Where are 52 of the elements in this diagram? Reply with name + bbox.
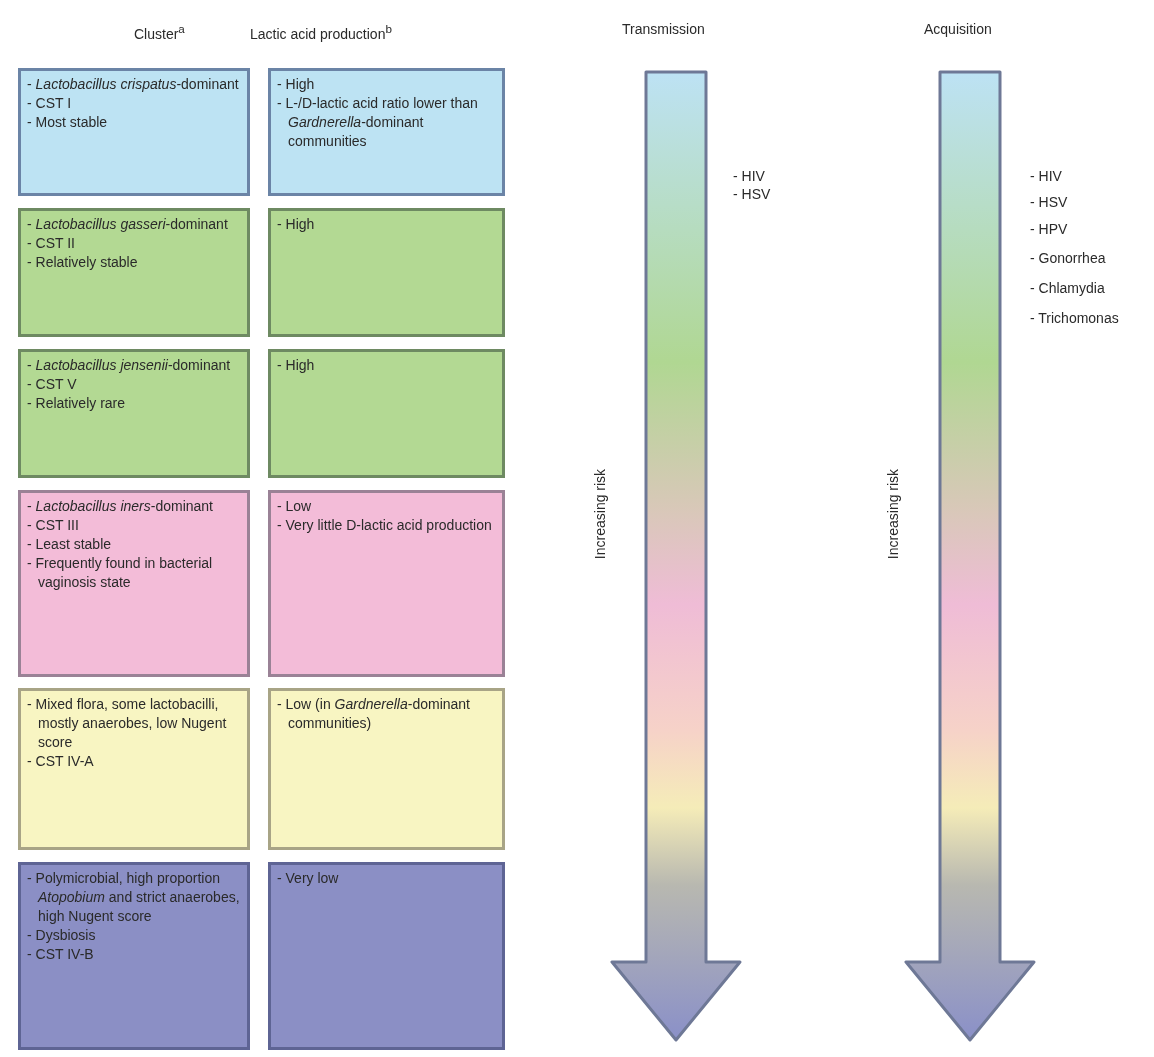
list-item: - Relatively rare (27, 394, 127, 413)
axis-label: Increasing risk (591, 467, 609, 562)
list-item: - Mixed flora, some lactobacilli, mostly anaerobes, low Nugent score (27, 695, 228, 752)
list-item: - Least stable (27, 535, 113, 554)
list-item: - Lactobacillus jensenii-dominant (27, 356, 232, 375)
column-header: Acquisition (924, 20, 992, 38)
list-item: - CST IV-B (27, 945, 95, 964)
list-item: - High (277, 75, 316, 94)
table-cell (268, 688, 505, 850)
table-cell (18, 68, 250, 196)
list-item: - Frequently found in bacterial vaginosis state (27, 554, 214, 592)
list-item: - CST V (27, 375, 78, 394)
list-item: - HPV (1030, 220, 1068, 238)
column-header: Lactic acid production$^{b}$ (250, 21, 392, 43)
list-item: - HSV (1030, 193, 1068, 211)
list-item: - Lactobacillus crispatus-dominant (27, 75, 240, 94)
column-header: Cluster$^{a}$ (134, 21, 185, 43)
list-item: - CST IV-A (27, 752, 95, 771)
list-item: - High (277, 215, 316, 234)
table-cell (18, 862, 250, 1050)
table-cell (18, 349, 250, 478)
table-cell (18, 208, 250, 337)
list-item: - Polymicrobial, high proportion Atopobium and strict anaerobes, high Nugent score (27, 869, 241, 926)
table-cell (18, 688, 250, 850)
table-cell (268, 862, 505, 1050)
list-item: - CST I (27, 94, 73, 113)
table-cell (268, 490, 505, 677)
list-item: - Very little D-lactic acid production (277, 516, 493, 535)
list-item: - HSV (733, 185, 771, 203)
table-cell (268, 68, 505, 196)
table-cell (18, 490, 250, 677)
list-item: - Trichomonas (1030, 309, 1119, 327)
list-item: - Relatively stable (27, 253, 139, 272)
axis-label: Increasing risk (884, 467, 902, 562)
list-item: - Lactobacillus gasseri-dominant (27, 215, 229, 234)
list-item: - Most stable (27, 113, 109, 132)
list-item: - Low (in Gardnerella-dominant communities) (277, 695, 471, 733)
list-item: - CST II (27, 234, 76, 253)
list-item: - CST III (27, 516, 80, 535)
table-cell (268, 349, 505, 478)
table-cell (268, 208, 505, 337)
list-item: - HIV (1030, 167, 1062, 185)
list-item: - Low (277, 497, 313, 516)
list-item: - Chlamydia (1030, 279, 1105, 297)
list-item: - High (277, 356, 316, 375)
list-item: - Lactobacillus iners-dominant (27, 497, 214, 516)
column-header: Transmission (622, 20, 705, 38)
list-item: - Gonorrhea (1030, 249, 1106, 267)
list-item: - L-/D-lactic acid ratio lower than Gardnerella-dominant communities (277, 94, 479, 151)
list-item: - Very low (277, 869, 340, 888)
list-item: - HIV (733, 167, 765, 185)
list-item: - Dysbiosis (27, 926, 97, 945)
